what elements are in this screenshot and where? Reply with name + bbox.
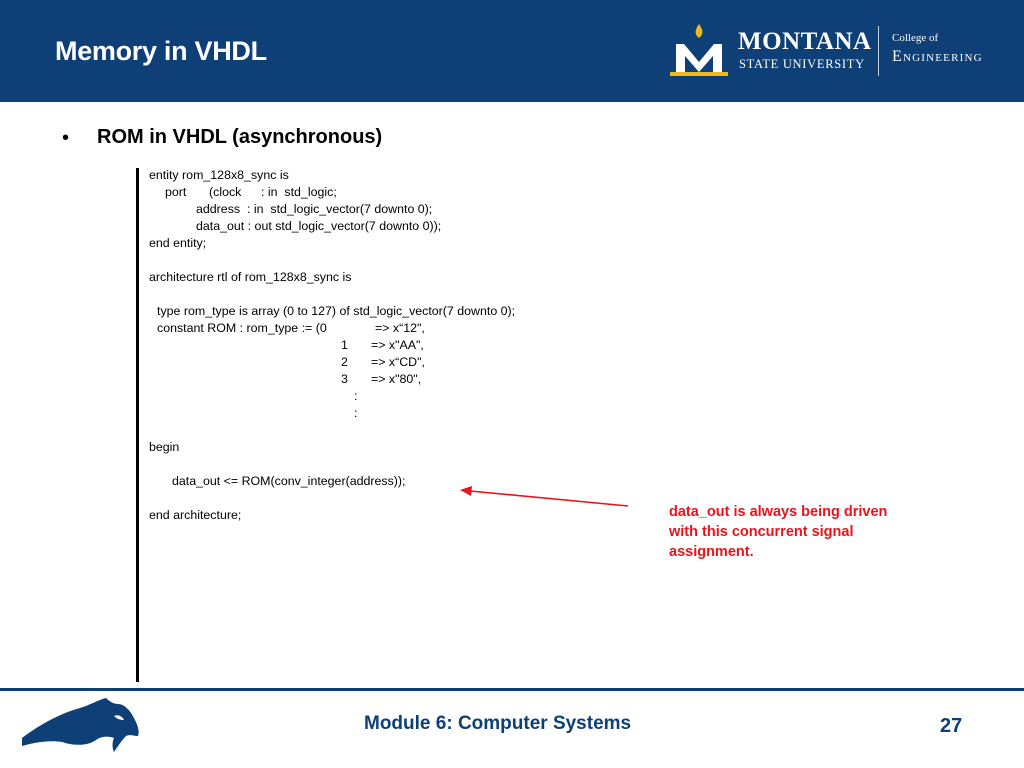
code-text: data_out <= ROM(conv_integer(address)); (172, 474, 406, 488)
code-line (149, 252, 629, 269)
logo-state-university-text: STATE UNIVERSITY (739, 57, 865, 71)
code-line: data_out <= ROM(conv_integer(address)); (149, 473, 629, 490)
page-number: 27 (940, 715, 963, 737)
code-text: port (165, 185, 187, 199)
code-line: address : in std_logic_vector(7 downto 0… (149, 201, 629, 218)
code-text: constant ROM : rom_type := (0 (157, 321, 327, 335)
code-line: type rom_type is array (0 to 127) of std… (149, 303, 629, 320)
footer-divider (0, 688, 1024, 691)
code-text: begin (149, 440, 180, 454)
msu-m-icon (670, 24, 728, 76)
logo-montana-text: MONTANA (738, 28, 872, 55)
code-text: : in std_logic; (261, 185, 337, 199)
code-line: port (clock : in std_logic; (149, 184, 629, 201)
code-text: : (354, 406, 358, 420)
header-bar: Memory in VHDL MONTANA STATE UNIVERSITY … (0, 0, 1024, 102)
code-text: end entity; (149, 236, 207, 250)
code-line: 2 => x“CD", (149, 354, 629, 371)
code-line: end architecture; (149, 507, 629, 524)
vhdl-code-block: entity rom_128x8_sync is port (clock : in … (149, 167, 629, 524)
code-line: entity rom_128x8_sync is (149, 167, 629, 184)
code-text: => x“12", (375, 321, 425, 335)
code-text: (clock (209, 185, 242, 199)
code-text: data_out : out std_logic_vector(7 downto… (196, 219, 442, 233)
code-line: : (149, 405, 629, 422)
code-line (149, 490, 629, 507)
code-line: end entity; (149, 235, 629, 252)
code-line: : (149, 388, 629, 405)
code-text: architecture rtl of rom_128x8_sync is (149, 270, 352, 284)
code-text: => x"AA", (371, 338, 424, 352)
code-text: 1 (341, 338, 348, 352)
code-text: end architecture; (149, 508, 242, 522)
code-text: address : in std_logic_vector(7 downto 0… (196, 202, 433, 216)
code-line: architecture rtl of rom_128x8_sync is (149, 269, 629, 286)
code-text: 3 (341, 372, 348, 386)
code-line (149, 422, 629, 439)
bobcat-logo-icon (22, 698, 139, 752)
code-text: : (354, 389, 358, 403)
annotation-text: data_out is always being driven with thi… (669, 504, 888, 560)
logo-engineering-label: Engineering (892, 48, 983, 65)
bullet-marker: • (62, 127, 70, 149)
code-text: type rom_type is array (0 to 127) of std… (157, 304, 516, 318)
code-text: entity rom_128x8_sync is (149, 168, 289, 182)
slide-title: Memory in VHDL (55, 36, 267, 66)
logo-college-of-text: College of (892, 32, 939, 44)
code-line: constant ROM : rom_type := (0 => x“12", (149, 320, 629, 337)
code-line (149, 456, 629, 473)
code-text: 2 (341, 355, 348, 369)
code-line: data_out : out std_logic_vector(7 downto… (149, 218, 629, 235)
bullet-heading: ROM in VHDL (asynchronous) (97, 126, 383, 148)
code-line: 1 => x"AA", (149, 337, 629, 354)
code-line: 3 => x"80", (149, 371, 629, 388)
logo-divider (878, 26, 879, 76)
footer-module-title: Module 6: Computer Systems (364, 713, 632, 734)
code-text: => x“CD", (371, 355, 425, 369)
code-block-bar (136, 168, 139, 682)
code-text: => x"80", (371, 372, 422, 386)
logo-engineering-text: Engineering (892, 48, 983, 66)
code-line: begin (149, 439, 629, 456)
code-line (149, 286, 629, 303)
msu-logo: MONTANA STATE UNIVERSITY College of Engi… (664, 22, 1014, 82)
